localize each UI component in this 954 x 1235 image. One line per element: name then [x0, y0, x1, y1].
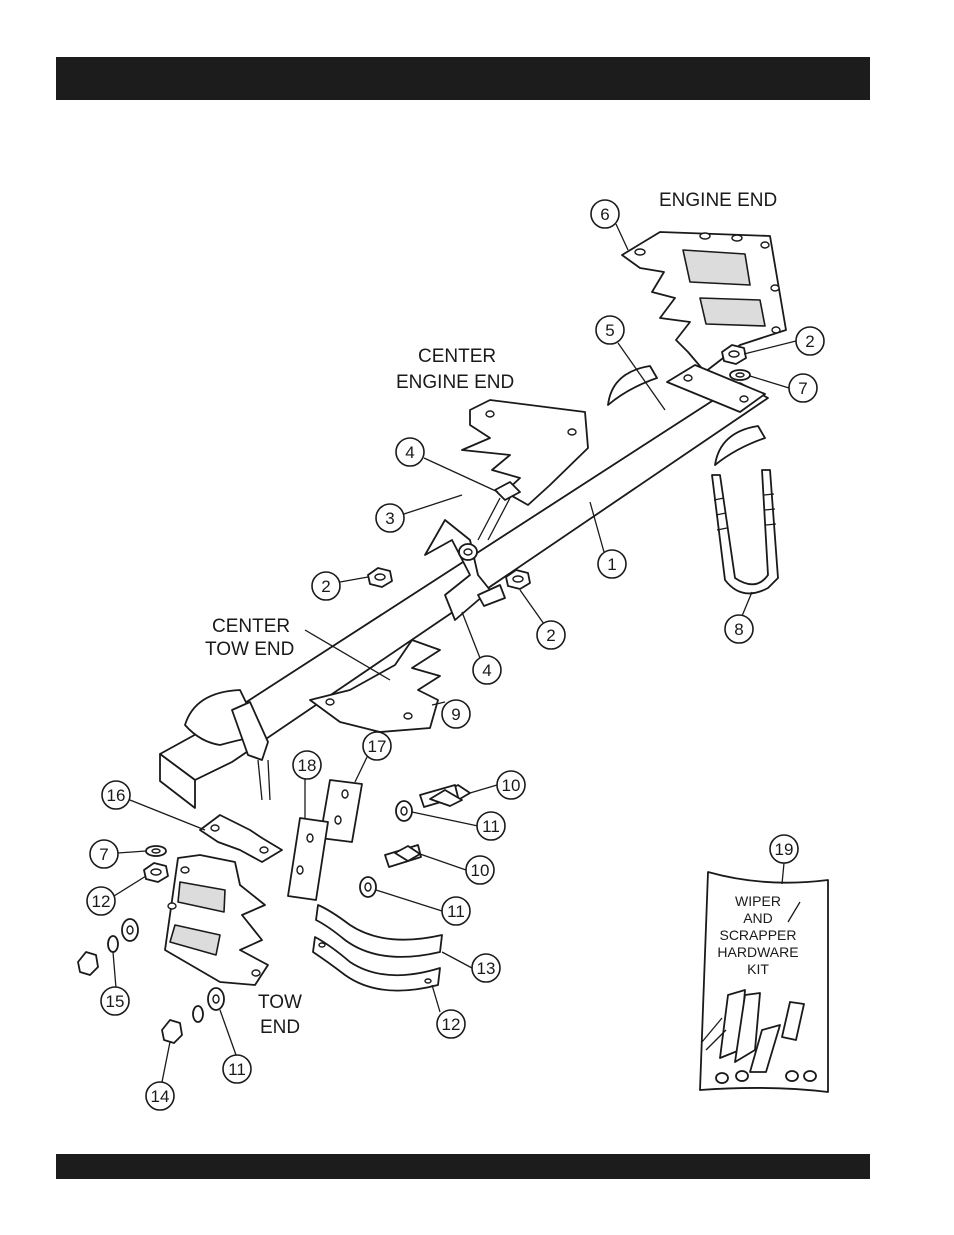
- svg-text:11: 11: [482, 817, 500, 836]
- svg-text:7: 7: [99, 845, 108, 864]
- svg-text:8: 8: [734, 620, 743, 639]
- svg-text:16: 16: [107, 786, 126, 805]
- tow-end-label-1: TOW: [258, 992, 302, 1013]
- svg-text:9: 9: [451, 705, 460, 724]
- engine-end-wiper: [622, 232, 786, 372]
- washer-lower: [360, 877, 376, 897]
- svg-text:2: 2: [805, 332, 814, 351]
- center-engine-end-label-2: ENGINE END: [396, 372, 514, 393]
- svg-text:2: 2: [321, 577, 330, 596]
- tow-end-label-2: END: [260, 1017, 300, 1038]
- callout-11a: 11: [412, 812, 505, 840]
- svg-text:15: 15: [106, 992, 125, 1011]
- callout-12b: 12: [432, 985, 465, 1038]
- hardware-15: [78, 919, 138, 975]
- svg-text:5: 5: [605, 321, 614, 340]
- plate-18: [288, 818, 328, 900]
- center-engine-end-label-1: CENTER: [418, 346, 496, 367]
- svg-text:12: 12: [442, 1015, 461, 1034]
- callout-14: 14: [146, 1042, 174, 1110]
- callout-15: 15: [101, 952, 129, 1015]
- bolt-upper: [420, 785, 470, 807]
- u-bolt: [712, 470, 778, 593]
- callout-9: 9: [432, 700, 470, 728]
- svg-text:12: 12: [92, 892, 111, 911]
- engine-end-label: ENGINE END: [659, 190, 777, 211]
- bolt-lower: [385, 845, 421, 867]
- center-nut-left: [368, 568, 392, 587]
- kit-label-line-1: WIPER: [735, 893, 781, 909]
- svg-text:13: 13: [477, 959, 496, 978]
- tow-end-bracket: [200, 815, 282, 862]
- callout-8: 8: [725, 592, 753, 643]
- center-engine-end-wiper: [462, 400, 588, 505]
- callout-7b: 7: [90, 840, 146, 868]
- callout-10b: 10: [420, 854, 494, 884]
- svg-text:3: 3: [385, 509, 394, 528]
- svg-text:11: 11: [228, 1060, 246, 1079]
- callout-5: 5: [596, 316, 665, 410]
- svg-text:18: 18: [298, 756, 317, 775]
- center-tow-end-label-1: CENTER: [212, 616, 290, 637]
- svg-text:10: 10: [471, 861, 490, 880]
- saddle-engine-rear: [715, 426, 765, 465]
- callout-11c: 11: [220, 1010, 251, 1083]
- washer-upper: [396, 801, 412, 821]
- callout-12a: 12: [87, 876, 146, 915]
- svg-text:6: 6: [600, 205, 609, 224]
- callout-10a: 10: [470, 771, 525, 799]
- callout-19: 19: [770, 835, 798, 884]
- washer-left: [146, 846, 166, 856]
- callout-4b: 4: [462, 612, 501, 684]
- kit-label-line-2: AND: [743, 910, 773, 926]
- center-tow-end-label-2: TOW END: [205, 639, 294, 660]
- svg-text:17: 17: [368, 737, 387, 756]
- callout-2c: 2: [520, 590, 565, 649]
- svg-text:1: 1: [607, 555, 616, 574]
- svg-text:11: 11: [447, 902, 465, 921]
- svg-text:19: 19: [775, 840, 794, 859]
- saddle-engine: [608, 366, 657, 405]
- kit-label-line-4: HARDWARE: [717, 944, 798, 960]
- svg-text:10: 10: [502, 776, 521, 795]
- callout-18: 18: [293, 751, 321, 818]
- kit-label-line-3: SCRAPPER: [719, 927, 796, 943]
- svg-text:14: 14: [151, 1087, 170, 1106]
- svg-text:4: 4: [482, 661, 491, 680]
- callout-17: 17: [355, 732, 391, 782]
- callout-13: 13: [442, 952, 500, 982]
- tow-end-wiper: [165, 855, 268, 985]
- callout-2b: 2: [312, 572, 368, 600]
- engine-end-nut: [722, 345, 750, 380]
- svg-text:7: 7: [798, 379, 807, 398]
- callout-6: 6: [591, 200, 628, 250]
- hardware-14: [162, 988, 224, 1043]
- kit-label-line-5: KIT: [747, 961, 769, 977]
- callout-11b: 11: [376, 890, 470, 925]
- svg-text:4: 4: [405, 443, 414, 462]
- nut-left: [144, 863, 168, 882]
- svg-text:2: 2: [546, 626, 555, 645]
